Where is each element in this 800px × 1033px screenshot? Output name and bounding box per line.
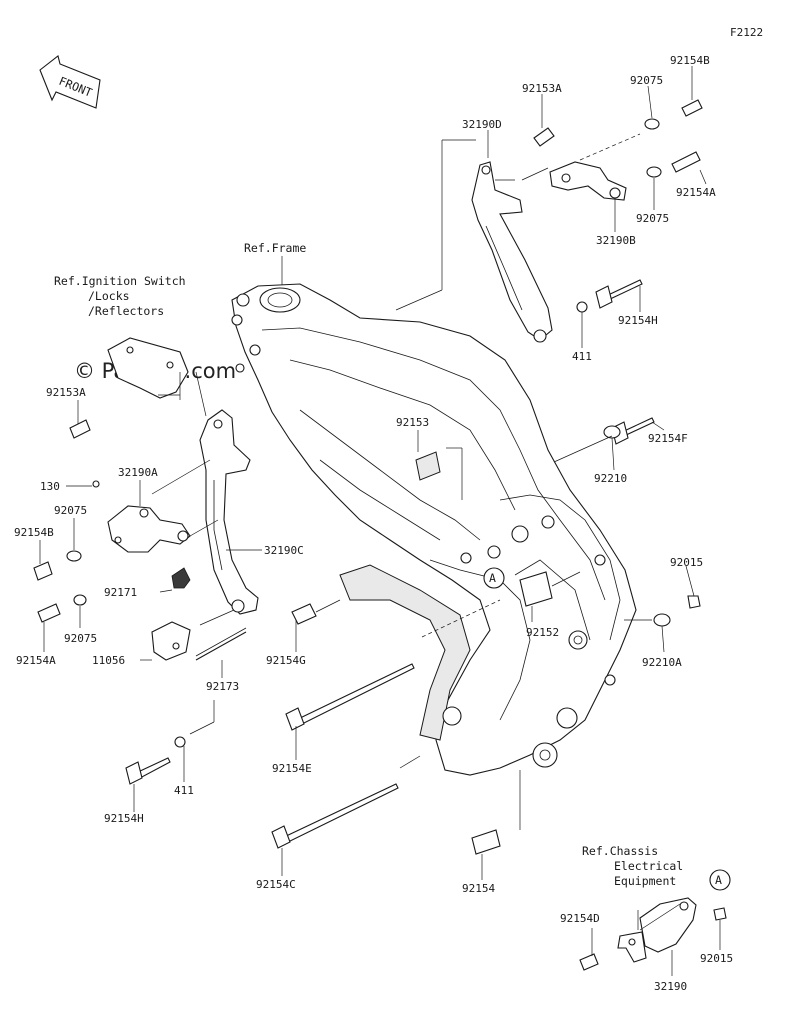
part-labels: 92154B 92075 92153A 32190D 92154A 92075 … (14, 54, 733, 993)
label-130: 130 (40, 480, 60, 493)
grommet-92153 (415, 451, 441, 481)
label-92075-top: 92075 (630, 74, 663, 87)
bolt-92154G (291, 603, 317, 625)
label-92154: 92154 (462, 882, 495, 895)
bolt-92154A-top (671, 151, 701, 173)
label-92210: 92210 (594, 472, 627, 485)
bolt-92154B-left (33, 561, 53, 581)
washer-92075-left2 (73, 594, 87, 606)
label-92154F: 92154F (648, 432, 688, 445)
washer-92075-top (644, 118, 660, 130)
nut-92015-right (687, 595, 701, 609)
ref-frame-label: Ref.Frame (244, 241, 306, 255)
label-92154B-left: 92154B (14, 526, 54, 539)
bolt-92154B-top (681, 99, 703, 117)
label-411-left: 411 (174, 784, 194, 797)
label-92153A-top: 92153A (522, 82, 562, 95)
label-92152: 92152 (526, 626, 559, 639)
screw-130 (92, 480, 100, 488)
label-92154A-left: 92154A (16, 654, 56, 667)
ref-ignition-line1: Ref.Ignition Switch (54, 274, 186, 288)
bolt-92153A-left (69, 419, 91, 439)
label-32190B: 32190B (596, 234, 636, 247)
label-32190C: 32190C (264, 544, 304, 557)
bolt-92154C (271, 783, 399, 849)
nut-92015-bottom (713, 907, 727, 921)
label-92210A: 92210A (642, 656, 682, 669)
svg-text:A: A (489, 571, 496, 585)
bracket-32190D (471, 130, 553, 343)
label-92154B-top: 92154B (670, 54, 710, 67)
label-92154E: 92154E (272, 762, 312, 775)
svg-text:A: A (715, 873, 722, 887)
label-92173: 92173 (206, 680, 239, 693)
label-92075-left: 92075 (54, 504, 87, 517)
label-32190A: 32190A (118, 466, 158, 479)
label-92154D: 92154D (560, 912, 600, 925)
spacer-92154 (471, 829, 501, 855)
figure-code: F2122 (730, 26, 763, 39)
ref-ignition-line2: /Locks (88, 289, 130, 303)
label-32190D: 32190D (462, 118, 502, 131)
label-92154G: 92154G (266, 654, 306, 667)
ignition-bracket (107, 337, 189, 399)
bracket-32190C (199, 409, 259, 615)
ref-chassis-line1: Ref.Chassis (582, 844, 658, 858)
bolt-92153A-top (533, 127, 555, 147)
bolt-92154D (579, 953, 599, 971)
label-11056: 11056 (92, 654, 125, 667)
front-arrow-icon: FRONT (39, 55, 101, 109)
clip-92171 (171, 567, 191, 589)
washer-92075-mid (646, 166, 662, 178)
washer-411-right (576, 301, 588, 313)
plate-11056 (151, 621, 191, 661)
rod-92173-edge (195, 627, 247, 657)
main-frame-drawing (231, 283, 637, 776)
label-92153A-left: 92153A (46, 386, 86, 399)
label-92154A-top: 92154A (676, 186, 716, 199)
label-92075-mid: 92075 (636, 212, 669, 225)
label-92015-bottom: 92015 (700, 952, 733, 965)
label-92154C: 92154C (256, 878, 296, 891)
bolt-92154A-left (37, 603, 61, 623)
bracket-32190A (107, 505, 191, 553)
label-92171: 92171 (104, 586, 137, 599)
washer-92075-left (66, 550, 82, 562)
label-92015-right: 92015 (670, 556, 703, 569)
bolt-92154E (285, 663, 415, 731)
ref-chassis-line3: Equipment (614, 874, 676, 888)
callout-A-frame: A (483, 567, 505, 589)
rod-92173 (195, 631, 247, 661)
leader-lines (39, 66, 721, 976)
ref-ignition-line3: /Reflectors (88, 304, 164, 318)
collar-92210A (653, 613, 671, 627)
label-92153: 92153 (396, 416, 429, 429)
label-92154H-right: 92154H (618, 314, 658, 327)
bracket-32190 (617, 897, 697, 963)
label-92075-left2: 92075 (64, 632, 97, 645)
bolt-92154H-left (125, 757, 171, 785)
label-411-right: 411 (572, 350, 592, 363)
label-92154H-left: 92154H (104, 812, 144, 825)
spacer-92152 (519, 571, 553, 607)
callout-A-chassis: A (709, 869, 731, 891)
label-32190: 32190 (654, 980, 687, 993)
bracket-32190B (549, 133, 641, 201)
ref-chassis-line2: Electrical (614, 859, 683, 873)
bolt-92154H-right (595, 279, 643, 309)
washer-411-left (174, 736, 186, 748)
